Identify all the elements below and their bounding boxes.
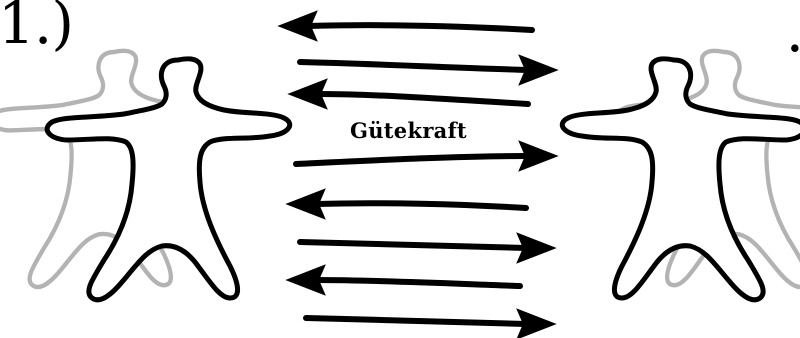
trailing-mark: . bbox=[786, 2, 800, 60]
right-person bbox=[562, 59, 800, 300]
force-label: Gütekraft bbox=[350, 118, 467, 143]
arrow-left bbox=[290, 80, 528, 108]
arrow-group bbox=[280, 12, 556, 338]
arrow-right bbox=[296, 142, 556, 170]
step-label: 1.) bbox=[0, 0, 73, 52]
arrow-left bbox=[288, 190, 526, 218]
arrow-right bbox=[300, 56, 556, 84]
arrow-right bbox=[306, 310, 554, 338]
arrow-left bbox=[288, 266, 520, 294]
arrow-left bbox=[280, 12, 532, 40]
arrow-right bbox=[300, 234, 554, 262]
